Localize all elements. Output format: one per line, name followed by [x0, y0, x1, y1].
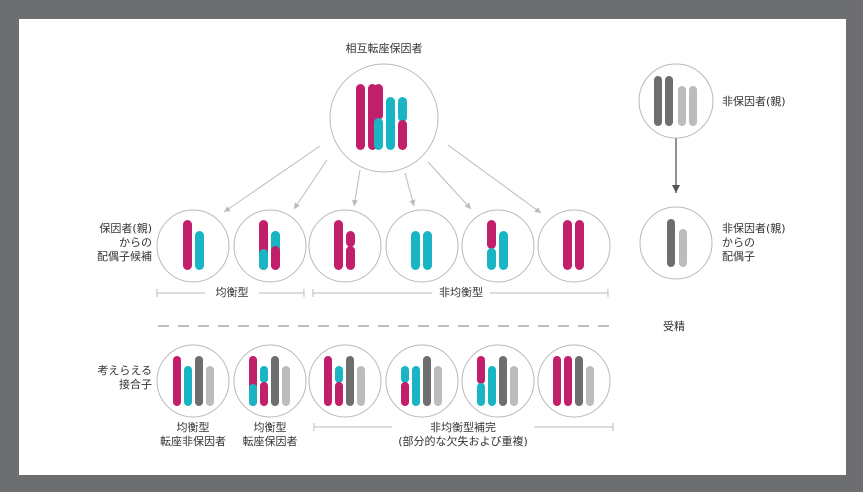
carrier-circle: [329, 63, 439, 173]
zygote-circle-1: [156, 344, 230, 418]
noncarrier-gamete-circle: [639, 206, 713, 280]
gamete-4-chromosomes: [411, 231, 432, 270]
zygote-3-chromosomes: [324, 356, 365, 406]
zygote-label-2: 接合子: [119, 378, 152, 391]
carrier-gamete-label-3: 配偶子候補: [97, 250, 152, 263]
gamete-circle-6: [537, 209, 611, 283]
zygote-caption-3-line-1: 非均衡型補完: [430, 421, 496, 434]
zygote-6-chromosomes: [553, 356, 594, 406]
gamete-3-chromosomes: [334, 220, 355, 270]
zygote-1-chromosomes: [173, 356, 214, 406]
zygote-circle-4: [385, 344, 459, 418]
zygote-caption-3-line-2: (部分的な欠失および重複): [398, 435, 528, 448]
fertilization-label: 受精: [663, 320, 685, 333]
gamete-circle-5: [461, 209, 535, 283]
balanced-bracket: [156, 289, 305, 297]
zygote-circle-3: [308, 344, 382, 418]
arrow-1: [223, 145, 321, 213]
gamete-1-chromosomes: [183, 220, 204, 270]
noncarrier-gamete-label-1: 非保因者(親): [722, 222, 786, 235]
gamete-5-chromosomes: [487, 220, 508, 270]
gamete-circle-3: [308, 209, 382, 283]
unbalanced-bracket: [312, 289, 609, 297]
zygote-caption-1-line-1: 均衡型: [176, 421, 210, 434]
gamete-circle-4: [385, 209, 459, 283]
gamete-circle-2: [233, 209, 307, 283]
arrow-3: [352, 169, 361, 207]
arrow-5: [427, 161, 472, 210]
arrow-4: [404, 172, 416, 207]
arrow-6: [447, 144, 542, 214]
zygote-caption-2-line-2: 転座保因者: [242, 435, 298, 448]
zygote-circle-5: [461, 344, 535, 418]
balanced-label: 均衡型: [215, 286, 249, 299]
zygote-unbalanced-bracket: [313, 423, 614, 431]
noncarrier-parent-label: 非保因者(親): [722, 95, 786, 108]
noncarrier-parent-circle: [638, 63, 714, 139]
segregation-arrows: [223, 144, 542, 214]
zygote-caption-2-line-1: 均衡型: [253, 421, 287, 434]
zygote-circle-2: [233, 344, 307, 418]
zygote-5-chromosomes: [477, 356, 518, 406]
gamete-2-chromosomes: [259, 220, 280, 270]
gamete-circle-1: [156, 209, 230, 283]
noncarrier-gamete-chromosomes: [667, 219, 687, 267]
carrier-title: 相互転座保因者: [345, 42, 423, 55]
zygote-2-chromosomes: [249, 356, 290, 406]
noncarrier-parent-chromosomes: [654, 76, 697, 126]
carrier-gamete-label-1: 保因者(親): [99, 222, 152, 235]
zygote-4-chromosomes: [401, 356, 442, 406]
noncarrier-gamete-label-3: 配偶子: [722, 250, 755, 263]
unbalanced-label: 非均衡型: [439, 286, 483, 299]
carrier-gamete-label-2: からの: [119, 236, 152, 249]
arrow-2: [293, 159, 328, 210]
zygote-label-1: 考えらえる: [97, 364, 152, 377]
zygote-circle-6: [537, 344, 611, 418]
carrier-chromosomes: [356, 84, 407, 150]
zygote-caption-1-line-2: 転座非保因者: [160, 435, 226, 448]
gamete-6-chromosomes: [563, 220, 584, 270]
noncarrier-gamete-label-2: からの: [722, 236, 755, 249]
